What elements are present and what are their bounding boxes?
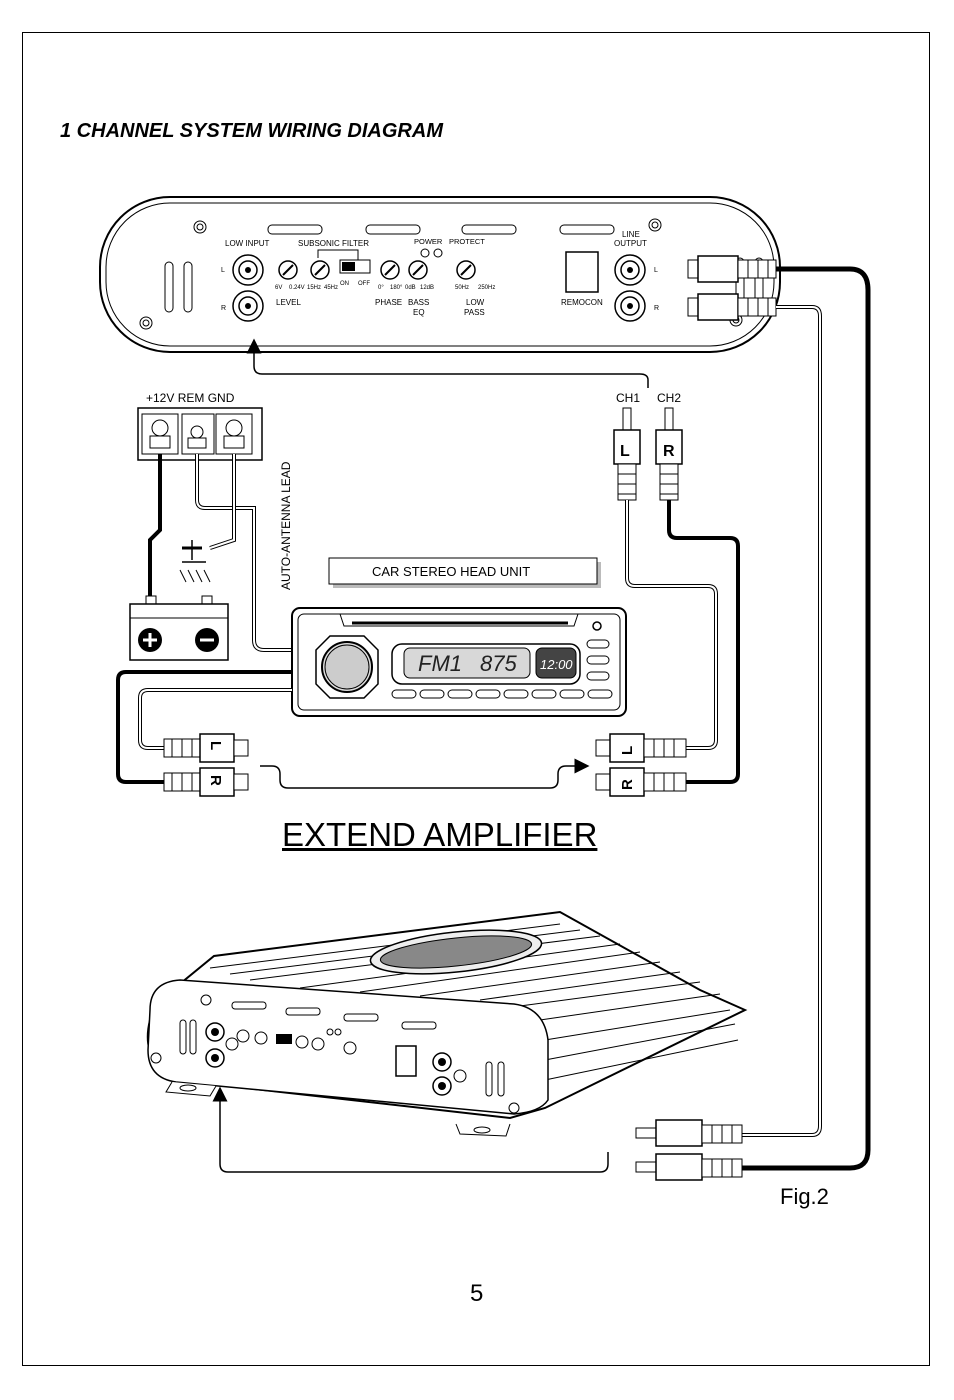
ch1-l-label: L <box>620 443 630 460</box>
eq-label: EQ <box>413 308 425 317</box>
pass-label: PASS <box>464 308 485 317</box>
auto-antenna-lead-label: AUTO-ANTENNA LEAD <box>279 461 293 590</box>
extend-input-plug-bottom <box>635 1153 743 1181</box>
input-l-label: L <box>221 267 225 274</box>
low-input-jacks <box>232 254 264 322</box>
bass-0: 0dB <box>405 285 416 291</box>
ground-icon <box>179 540 211 583</box>
page-number: 5 <box>470 1280 484 1307</box>
power-terminal-label: +12V REM GND <box>146 391 235 405</box>
main-amplifier: LOW INPUT SUBSONIC FILTER POWER PROTECT … <box>99 196 781 353</box>
diagram-title: 1 CHANNEL SYSTEM WIRING DIAGRAM <box>60 120 443 142</box>
low-input-label: LOW INPUT <box>225 239 270 248</box>
line-output-cable-r <box>742 305 822 1137</box>
level-min: 6V <box>275 285 282 291</box>
lp-min: 50Hz <box>455 285 469 291</box>
head-unit-label-box <box>328 557 601 588</box>
sub-max: 45Hz <box>324 285 338 291</box>
right-plug-l-label: L <box>619 746 636 755</box>
left-plug-r <box>163 767 249 797</box>
remote-wire-arrow <box>246 338 649 388</box>
left-plug-l-label: L <box>207 741 224 750</box>
left-plug-r-label: R <box>207 775 224 786</box>
power-terminal-block <box>137 407 263 461</box>
sub-min: 15Hz <box>307 285 321 291</box>
battery-icon <box>129 595 229 661</box>
power-label: POWER <box>414 237 443 246</box>
low-label: LOW <box>466 298 485 307</box>
bass-12: 12dB <box>420 285 434 291</box>
extend-amp-input-arrow <box>212 1086 609 1173</box>
switch-off: OFF <box>358 281 370 287</box>
ch2-plug <box>655 407 683 501</box>
page-frame <box>22 32 930 1366</box>
remocon-port <box>565 251 599 293</box>
ch2-r-label: R <box>663 443 675 460</box>
output-l-label: L <box>654 267 658 274</box>
output-r-label: R <box>654 305 659 312</box>
extend-amplifier <box>146 910 748 1137</box>
line-label: LINE <box>622 230 640 239</box>
subsonic-filter-label: SUBSONIC FILTER <box>298 239 369 248</box>
display-band: FM1 <box>418 651 462 676</box>
lp-max: 250Hz <box>478 285 495 291</box>
phase-0: 0° <box>378 285 384 291</box>
subsonic-switch <box>317 249 371 274</box>
control-knobs <box>278 260 476 280</box>
input-r-label: R <box>221 305 226 312</box>
extend-amplifier-title: EXTEND AMPLIFIER <box>282 816 598 853</box>
phase-180: 180° <box>390 285 403 291</box>
extend-input-plug-top <box>635 1119 743 1147</box>
power-led-icon <box>420 248 430 258</box>
protect-label: PROTECT <box>449 237 485 246</box>
battery-positive-wire <box>148 454 162 600</box>
protect-led-icon <box>433 248 443 258</box>
ground-wire <box>209 454 236 550</box>
connection-arrow <box>260 758 590 789</box>
line-output-cable-l <box>742 266 871 1171</box>
switch-on: ON <box>340 281 349 287</box>
head-unit-r-wire <box>116 670 292 784</box>
display-clock: 12:00 <box>540 657 573 672</box>
right-plug-l <box>595 733 687 763</box>
ch2-label: CH2 <box>657 391 681 405</box>
bass-label: BASS <box>408 298 429 307</box>
ch2-cable <box>667 500 740 784</box>
car-stereo-head-unit <box>291 607 627 717</box>
level-label: LEVEL <box>276 298 301 307</box>
remocon-label: REMOCON <box>561 298 603 307</box>
display-frequency: 875 <box>480 651 517 676</box>
line-output-jacks <box>614 254 646 322</box>
line-output-rca-plugs <box>687 255 777 321</box>
right-plug-r-label: R <box>619 779 636 790</box>
figure-label: Fig.2 <box>780 1184 829 1209</box>
level-max: 0.24V <box>289 285 305 291</box>
right-plug-r <box>595 767 687 797</box>
output-label: OUTPUT <box>614 239 647 248</box>
left-plug-l <box>163 733 249 763</box>
ch1-plug <box>613 407 641 501</box>
head-unit-label: CAR STEREO HEAD UNIT <box>372 564 530 579</box>
phase-label: PHASE <box>375 298 402 307</box>
ch1-label: CH1 <box>616 391 640 405</box>
